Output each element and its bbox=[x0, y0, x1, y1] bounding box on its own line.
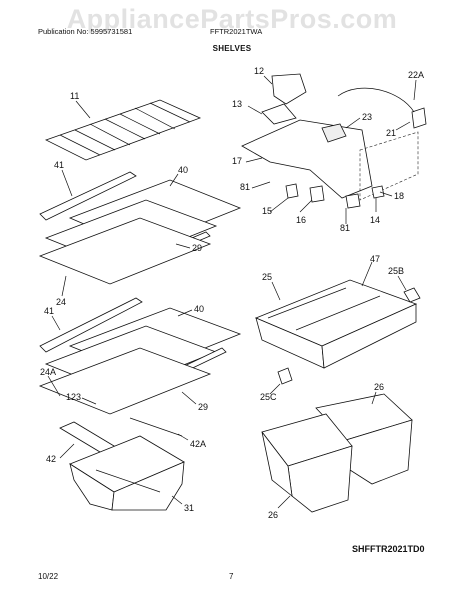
part-label: 22A bbox=[408, 70, 424, 80]
part-label: 25 bbox=[262, 272, 272, 282]
part-label: 29 bbox=[192, 243, 202, 253]
publication-number: Publication No: 5995731581 bbox=[38, 27, 133, 36]
part-label: 14 bbox=[370, 215, 380, 225]
part-label: 13 bbox=[232, 99, 242, 109]
lower-shelf-assembly bbox=[38, 297, 242, 465]
part-label: 18 bbox=[394, 191, 404, 201]
part-label: 11 bbox=[70, 91, 79, 101]
drawer-left bbox=[69, 435, 185, 511]
part-labels: 11 41 40 29 24 41 40 24A 123 29 42 42A 3… bbox=[40, 66, 424, 520]
wire-shelf bbox=[44, 99, 202, 161]
part-label: 21 bbox=[386, 128, 396, 138]
part-label: 41 bbox=[44, 306, 54, 316]
part-label: 123 bbox=[66, 392, 81, 402]
leader-lines bbox=[47, 75, 417, 509]
part-label: 25C bbox=[260, 392, 277, 402]
diagram-code: SHFFTR2021TD0 bbox=[352, 544, 425, 554]
deli-shelf bbox=[254, 279, 421, 385]
upper-shelf-assembly bbox=[38, 171, 242, 285]
drawer-right bbox=[261, 393, 413, 513]
part-label: 17 bbox=[232, 156, 242, 166]
part-label: 81 bbox=[240, 182, 250, 192]
page-number: 7 bbox=[229, 572, 234, 581]
part-label: 26 bbox=[374, 382, 384, 392]
part-label: 24A bbox=[40, 367, 56, 377]
part-label: 29 bbox=[198, 402, 208, 412]
watermark: AppliancePartsPros.com bbox=[66, 4, 398, 34]
part-label: 25B bbox=[388, 266, 404, 276]
part-label: 15 bbox=[262, 206, 272, 216]
part-label: 24 bbox=[56, 297, 66, 307]
part-label: 42 bbox=[46, 454, 56, 464]
part-label: 12 bbox=[254, 66, 264, 76]
part-label: 41 bbox=[54, 160, 64, 170]
part-label: 26 bbox=[268, 510, 278, 520]
part-label: 42A bbox=[190, 439, 206, 449]
part-label: 40 bbox=[178, 165, 188, 175]
part-label: 23 bbox=[362, 112, 372, 122]
model-number: FFTR2021TWA bbox=[210, 27, 263, 36]
part-label: 31 bbox=[184, 503, 194, 513]
control-housing bbox=[241, 73, 427, 209]
section-title: SHELVES bbox=[212, 44, 252, 53]
part-label: 81 bbox=[340, 223, 350, 233]
footer-date: 10/22 bbox=[38, 572, 59, 581]
part-label: 16 bbox=[296, 215, 306, 225]
part-label: 40 bbox=[194, 304, 204, 314]
part-label: 47 bbox=[370, 254, 380, 264]
